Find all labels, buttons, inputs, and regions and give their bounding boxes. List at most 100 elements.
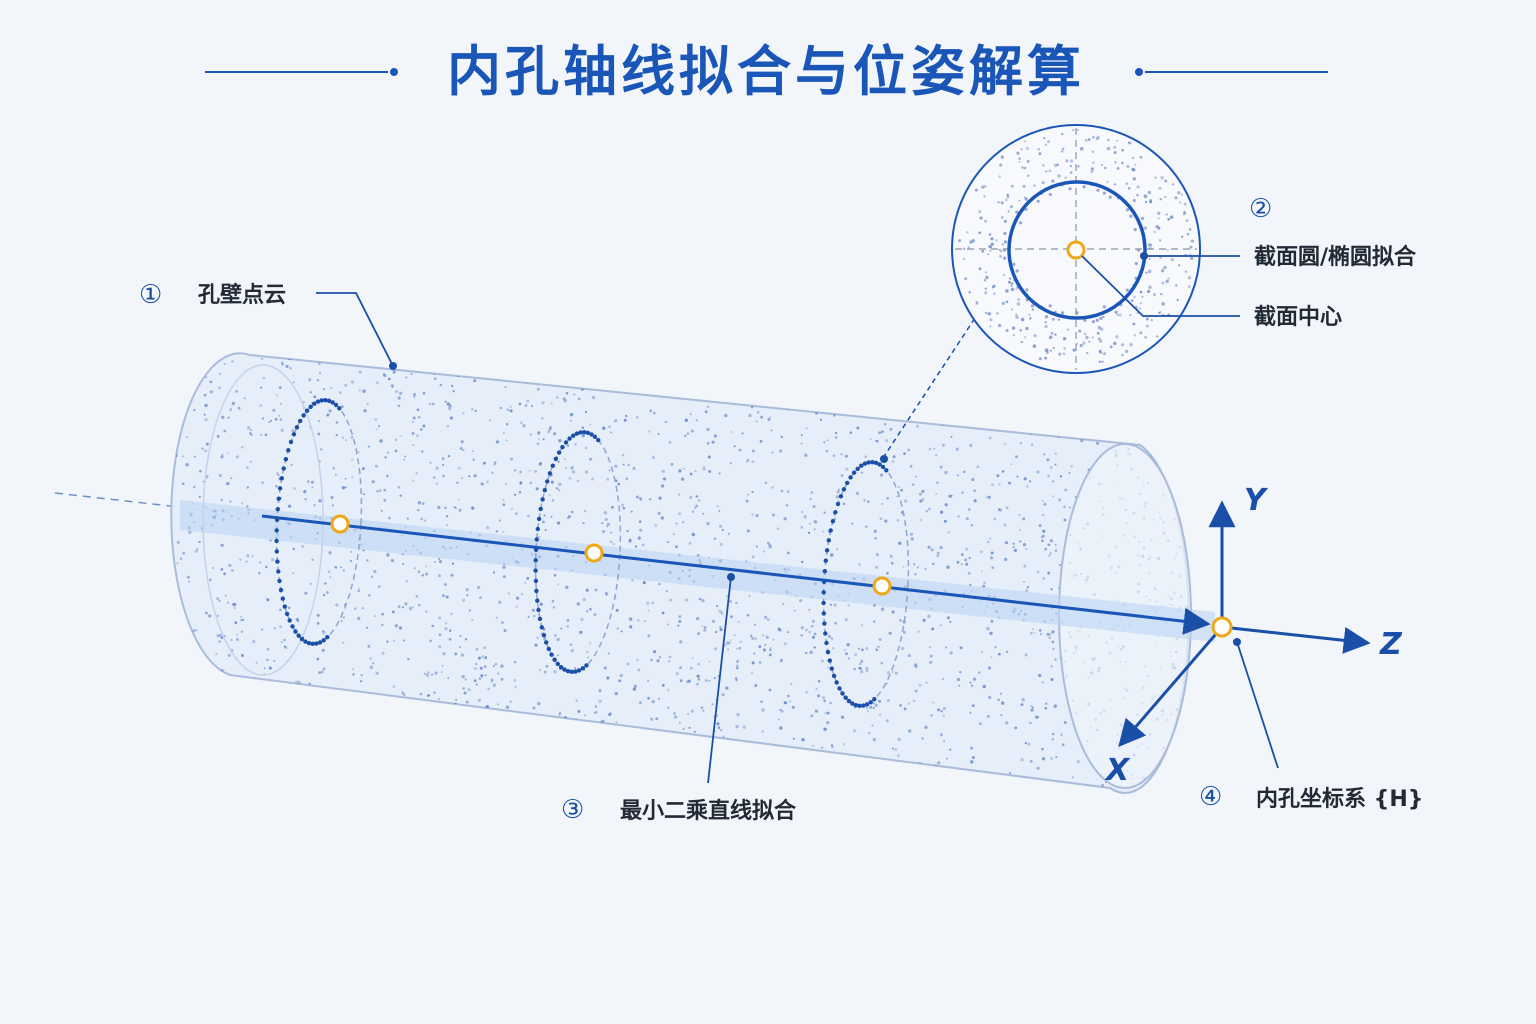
wall-point — [795, 783, 800, 787]
wall-point — [776, 374, 780, 377]
magnifier-point — [968, 291, 971, 294]
wall-point — [222, 772, 226, 776]
wall-point — [630, 510, 633, 513]
wall-point — [1038, 629, 1042, 632]
wall-point — [246, 486, 249, 489]
magnifier-point — [1069, 171, 1073, 174]
wall-point — [300, 733, 303, 737]
wall-point — [1143, 406, 1147, 409]
wall-point — [476, 730, 480, 734]
wall-point — [896, 519, 900, 522]
wall-point — [756, 411, 760, 414]
wall-point — [367, 644, 371, 648]
wall-point — [466, 720, 470, 723]
wall-point — [904, 353, 908, 355]
wall-point — [1033, 631, 1036, 634]
wall-point — [945, 646, 948, 649]
magnifier-point — [1174, 196, 1178, 200]
wall-point — [570, 649, 574, 653]
wall-point — [1049, 374, 1052, 377]
wall-point — [697, 678, 701, 681]
wall-point — [173, 730, 176, 734]
wall-point — [432, 760, 435, 763]
wall-point — [779, 658, 784, 663]
ring-point — [276, 569, 281, 574]
wall-point — [1054, 658, 1057, 661]
wall-point — [163, 668, 166, 671]
magnifier-point — [1010, 284, 1013, 287]
wall-point — [374, 464, 378, 468]
wall-point — [550, 515, 553, 518]
magnifier-point — [1113, 183, 1117, 186]
wall-point — [642, 581, 646, 585]
wall-point — [181, 482, 185, 486]
wall-point — [407, 710, 410, 714]
wall-point — [421, 573, 425, 577]
wall-point — [1063, 518, 1067, 522]
leader-frame-dot — [1233, 638, 1241, 646]
wall-point — [457, 761, 462, 765]
wall-point — [266, 598, 270, 602]
wall-point — [441, 594, 445, 598]
wall-point — [302, 401, 305, 404]
wall-point — [868, 732, 871, 735]
wall-point — [205, 778, 209, 782]
wall-point — [570, 361, 574, 365]
magnifier-point — [1048, 192, 1052, 197]
magnifier-point — [978, 267, 982, 271]
wall-point — [1041, 757, 1046, 761]
wall-point — [800, 560, 804, 564]
wall-point — [944, 470, 948, 475]
wall-point — [575, 699, 578, 702]
wall-point — [381, 623, 384, 626]
wall-point — [924, 356, 927, 359]
ring-point — [303, 639, 308, 644]
wall-point — [679, 640, 683, 644]
ring-point — [544, 640, 549, 645]
wall-point — [340, 620, 343, 623]
magnifier-point — [1127, 187, 1131, 190]
wall-point — [1094, 383, 1098, 387]
wall-point — [969, 711, 972, 714]
wall-point — [700, 391, 703, 394]
wall-point — [778, 628, 782, 632]
wall-point — [970, 746, 973, 750]
wall-point — [812, 505, 816, 508]
wall-point — [416, 408, 420, 412]
wall-point — [317, 787, 320, 791]
wall-point — [962, 788, 965, 791]
wall-point — [867, 374, 870, 378]
wall-point — [1079, 433, 1082, 436]
wall-point — [1013, 548, 1018, 553]
magnifier-point — [1165, 279, 1169, 284]
wall-point — [458, 508, 462, 512]
wall-point — [386, 777, 389, 780]
wall-point — [574, 443, 577, 446]
magnifier-point — [958, 239, 962, 243]
magnifier-point — [1116, 139, 1119, 142]
wall-point — [548, 427, 552, 431]
wall-point — [576, 602, 580, 606]
magnifier-point — [1057, 318, 1061, 321]
magnifier-point — [1005, 300, 1009, 304]
wall-point — [406, 517, 409, 520]
wall-point — [472, 732, 475, 735]
wall-point — [187, 575, 190, 579]
wall-point — [307, 480, 310, 483]
wall-point — [1031, 706, 1035, 709]
wall-point — [243, 397, 246, 400]
wall-point — [361, 467, 365, 471]
wall-point — [1038, 524, 1042, 528]
wall-point — [834, 436, 838, 440]
wall-point — [253, 342, 255, 344]
wall-point — [524, 581, 527, 584]
wall-point — [275, 484, 278, 488]
wall-point — [241, 696, 245, 700]
wall-point — [556, 637, 560, 642]
wall-point — [608, 469, 611, 472]
wall-point — [599, 720, 603, 724]
wall-point — [972, 677, 977, 681]
wall-point — [861, 624, 863, 627]
wall-point — [823, 727, 827, 731]
wall-point — [272, 408, 276, 412]
